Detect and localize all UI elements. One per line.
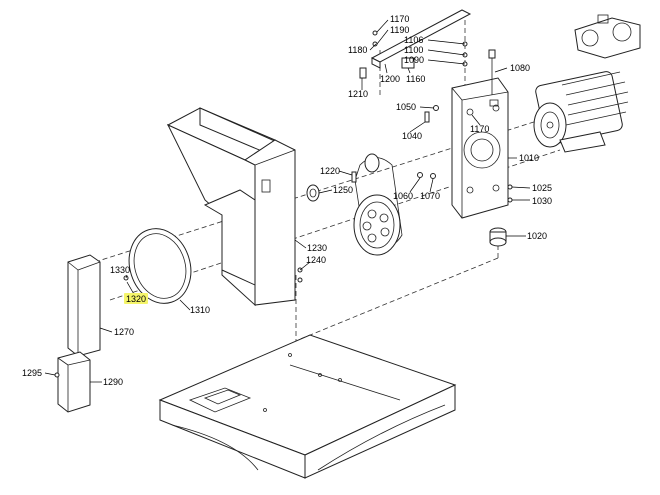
part-label-1040: 1040 bbox=[402, 131, 422, 141]
electric-motor bbox=[533, 71, 629, 153]
part-label-1240: 1240 bbox=[306, 255, 326, 265]
part-label-1230: 1230 bbox=[307, 243, 327, 253]
part-label-1295: 1295 bbox=[22, 368, 42, 378]
part-label-1210: 1210 bbox=[348, 89, 368, 99]
side-panel-1270 bbox=[67, 254, 101, 357]
part-label-1050: 1050 bbox=[396, 102, 416, 112]
part-label-1290: 1290 bbox=[103, 377, 123, 387]
part-label-1080: 1080 bbox=[510, 63, 530, 73]
part-label-1060: 1060 bbox=[393, 191, 413, 201]
part-label-1310: 1310 bbox=[190, 305, 210, 315]
cover-plate-1290 bbox=[57, 351, 91, 413]
chute-housing bbox=[166, 107, 296, 307]
gasket-ring-1310 bbox=[128, 228, 192, 304]
part-label-1180: 1180 bbox=[348, 45, 367, 55]
highlight-1320 bbox=[124, 293, 148, 304]
hub-1250 bbox=[306, 184, 320, 202]
rail-1200 bbox=[370, 9, 472, 69]
pump-unit bbox=[574, 14, 641, 59]
part-label-1170: 1170 bbox=[390, 14, 409, 24]
part-label-1160: 1160 bbox=[406, 74, 425, 84]
part-label-1200: 1200 bbox=[380, 74, 400, 84]
part-label-1250: 1250 bbox=[333, 185, 353, 195]
part-label-1030: 1030 bbox=[532, 196, 552, 206]
part-label-1190: 1190 bbox=[390, 25, 409, 35]
part-labels: 1170 1190 1180 1106 1100 1090 1080 1200 … bbox=[22, 14, 552, 387]
part-label-1020: 1020 bbox=[527, 231, 547, 241]
part-label-1100: 1100 bbox=[404, 45, 423, 55]
part-label-1220: 1220 bbox=[320, 166, 340, 176]
foot-1020 bbox=[489, 227, 507, 247]
part-label-1170-plate: 1170 bbox=[470, 124, 489, 134]
base-frame bbox=[158, 334, 457, 479]
part-label-1070: 1070 bbox=[420, 191, 440, 201]
part-label-1320: 1320 bbox=[126, 294, 146, 304]
fasteners bbox=[54, 30, 513, 378]
part-label-1010: 1010 bbox=[519, 153, 539, 163]
part-label-1025: 1025 bbox=[532, 183, 552, 193]
leader-lines bbox=[44, 19, 531, 383]
part-label-1270: 1270 bbox=[114, 327, 134, 337]
part-label-1090: 1090 bbox=[404, 55, 424, 65]
part-label-1330: 1330 bbox=[110, 265, 130, 275]
motor-plate-1010 bbox=[451, 77, 509, 219]
part-label-1106: 1106 bbox=[404, 35, 423, 45]
pulley-belt-assembly bbox=[353, 153, 403, 256]
rod-1080 bbox=[488, 49, 496, 95]
